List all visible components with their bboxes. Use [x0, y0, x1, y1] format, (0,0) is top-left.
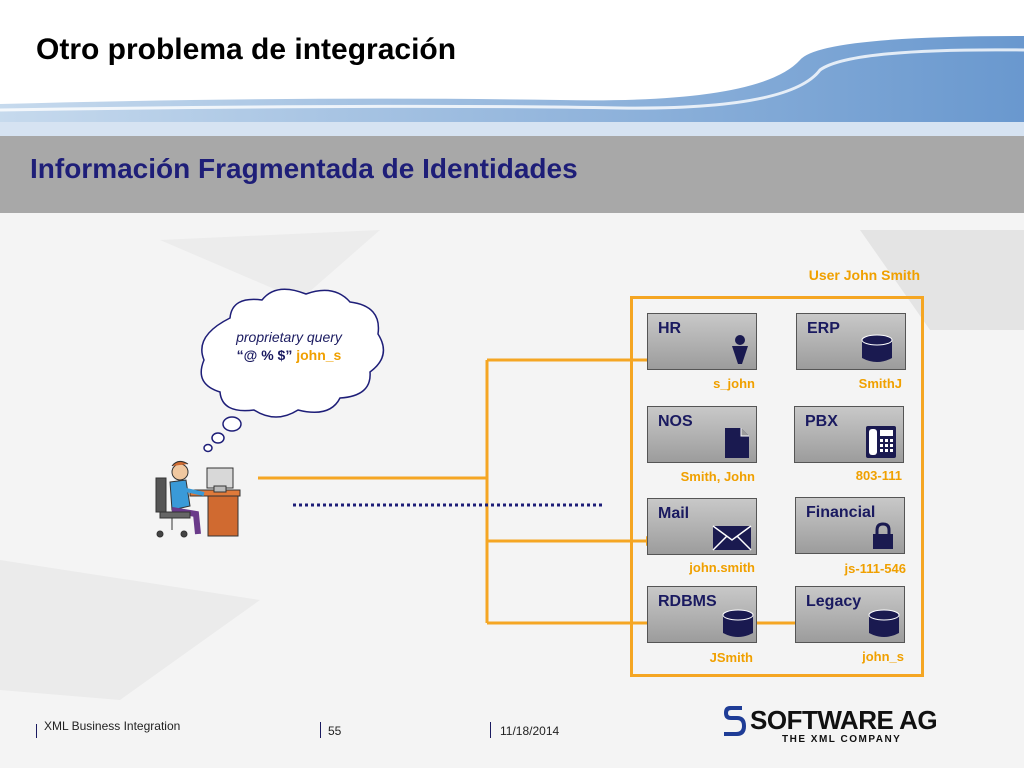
system-box-legacy: Legacy — [795, 586, 905, 643]
identity-rdbms: JSmith — [709, 650, 753, 665]
systems-container — [630, 296, 924, 677]
slide-title: Otro problema de integración — [36, 33, 457, 66]
identity-mail: john.smith — [689, 560, 755, 575]
database-icon — [722, 609, 754, 637]
footer-page-number: 55 — [328, 724, 342, 738]
cloud-query-label: proprietary query — [236, 329, 342, 345]
identity-nos: Smith, John — [680, 469, 755, 484]
system-label: RDBMS — [658, 593, 717, 610]
envelope-icon — [712, 525, 752, 551]
connector-lines — [258, 358, 830, 625]
system-label: Financial — [806, 504, 876, 521]
user-label: User John Smith — [808, 267, 920, 283]
system-box-financial: Financial — [795, 497, 905, 554]
system-box-hr: HR — [647, 313, 757, 370]
footer-divider — [36, 724, 37, 738]
database-icon — [861, 334, 893, 362]
system-box-rdbms: RDBMS — [647, 586, 757, 643]
identity-pbx: 803-111 — [855, 468, 902, 483]
system-label: NOS — [658, 413, 693, 430]
system-label: Mail — [658, 505, 690, 522]
system-box-mail: Mail — [647, 498, 757, 555]
phone-icon — [866, 426, 896, 458]
cloud-user: john_s — [296, 347, 342, 363]
logo-tagline: THE XML COMPANY — [782, 734, 902, 745]
slide-subtitle: Información Fragmentada de Identidades — [30, 153, 578, 184]
software-ag-logo-icon — [724, 706, 746, 736]
identity-legacy: john_s — [862, 649, 904, 664]
system-box-erp: ERP — [796, 313, 906, 370]
logo-wordmark: SOFTWARE AG — [750, 705, 938, 735]
lock-icon — [873, 522, 893, 549]
cloud-symbols: “@ % $” — [236, 347, 293, 363]
footer-divider — [490, 722, 491, 738]
system-label: HR — [658, 320, 682, 337]
identity-financial: js-111-546 — [844, 561, 906, 576]
database-icon — [868, 609, 900, 637]
footer-date: 11/18/2014 — [500, 724, 560, 738]
cloud-text: proprietary query “@ % $” john_s — [214, 328, 364, 364]
system-label: PBX — [805, 413, 838, 430]
identity-hr: s_john — [713, 376, 755, 391]
system-label: ERP — [807, 320, 840, 337]
system-box-pbx: PBX — [794, 406, 904, 463]
person-at-desk — [155, 460, 241, 538]
subtitle-band — [0, 136, 1024, 213]
footer-divider — [320, 722, 321, 738]
thought-cloud — [200, 288, 385, 453]
document-icon — [725, 428, 749, 458]
identity-erp: SmithJ — [858, 376, 902, 391]
system-box-nos: NOS — [647, 406, 757, 463]
system-label: Legacy — [806, 593, 862, 610]
footer-presentation-title: XML Business Integration — [44, 719, 181, 733]
person-icon — [732, 335, 748, 364]
